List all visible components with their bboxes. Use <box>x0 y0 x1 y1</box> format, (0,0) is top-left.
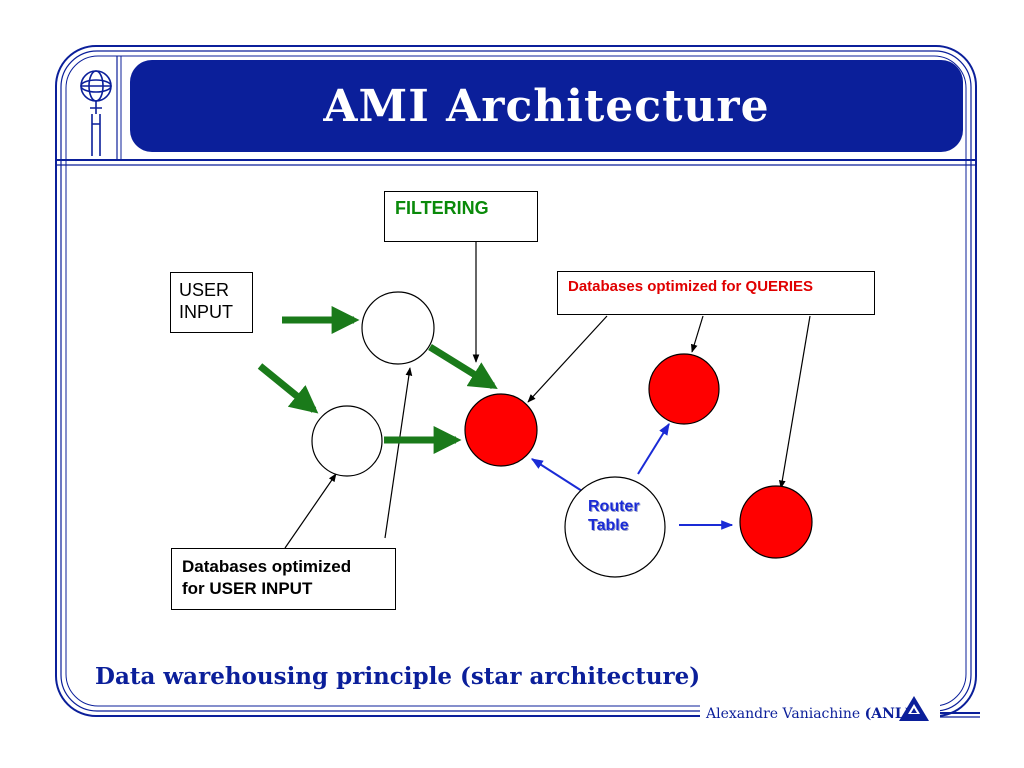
green-arrow-to-center-top <box>428 344 498 389</box>
filtering-box: FILTERING <box>384 191 538 242</box>
slide-caption: Data warehousing principle (star archite… <box>95 663 701 690</box>
query-db-node-upper <box>648 353 720 425</box>
router-arrow-upper <box>637 422 670 475</box>
footer-credit: Alexandre Vaniachine (ANL) <box>706 706 911 722</box>
db-user-input-box: Databases optimized for USER INPUT <box>171 548 396 610</box>
query-connector-3 <box>778 315 811 489</box>
title-bar: AMI Architecture <box>130 60 963 152</box>
footer-author: Alexandre Vaniachine <box>706 706 865 722</box>
router-arrow-center <box>530 458 583 492</box>
db-user-connector-left <box>284 473 337 549</box>
input-node-top <box>361 291 435 365</box>
router-table-node <box>564 476 666 578</box>
query-db-node-lower <box>739 485 813 559</box>
anl-logo-icon <box>899 696 929 721</box>
footer-affiliation: (ANL) <box>864 706 912 722</box>
db-queries-label: Databases optimized for QUERIES <box>568 278 814 295</box>
db-queries-box: Databases optimized for QUERIES <box>557 271 875 315</box>
router-table-label: Router Table <box>588 498 640 534</box>
central-db-node <box>464 393 538 467</box>
atlas-logo-icon <box>80 70 112 156</box>
input-node-bottom <box>311 405 383 477</box>
db-user-connector-right <box>384 367 413 539</box>
filtering-label: FILTERING <box>395 198 489 218</box>
page-title: AMI Architecture <box>323 80 770 132</box>
green-arrow-diagonal <box>257 363 319 414</box>
query-connector-1 <box>527 315 608 403</box>
user-input-box: USER INPUT <box>170 272 253 333</box>
query-connector-2 <box>690 315 704 353</box>
